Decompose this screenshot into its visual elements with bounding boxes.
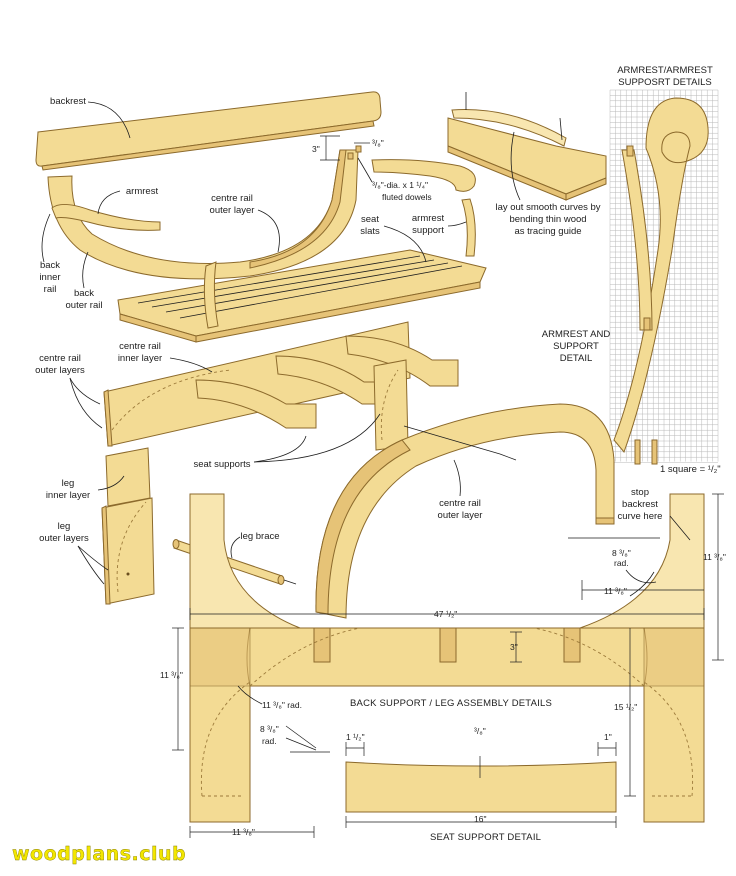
dim-16: 16" [474,814,486,824]
dim-1-1-2: 1 ¹/₂" [346,732,365,742]
leg-pieces [101,447,155,605]
label-backrest: backrest [50,96,86,107]
dim-47-1-2: 47 ¹/₂" [434,609,457,619]
armrest-profile-shapes [613,97,709,465]
dim-3-top: 3" [312,144,320,154]
dim-11-3-8-bottom: 11 ³/₈" [232,827,255,837]
curved-centre-rail [315,403,615,619]
seat-support-detail-title: SEAT SUPPORT DETAIL [430,832,541,843]
dim-11-3-8-left-v: 11 ³/₈" [160,670,183,680]
dim-3-8-seat: ³/₈" [474,726,486,736]
centre-rail-assembly [103,321,459,451]
dim-3-center: 3" [510,642,518,652]
back-rail [47,149,359,280]
dim-11-3-8-right-h: 11 ³/₈" [604,586,627,596]
label-fluted-dowels: ³/₈"-dia. x 1 ¹/₄"fluted dowels [372,180,432,202]
dim-8-3-8-rad-left: 8 ³/₈"rad. [260,724,279,746]
label-armrest: armrest [126,186,159,197]
back-support-leg-assembly [189,493,705,823]
armrest-support-piece [461,198,476,257]
exploded-bench-view [35,91,487,343]
dim-11-3-8-rad: 11 ³/₈" rad. [262,700,302,710]
seat-support-detail: 1 ¹/₂" 1" ³/₈" 16" [345,726,617,828]
label-one-square: 1 square = ¹/₂" [660,464,721,475]
watermark-logo: woodplans.club [12,843,186,865]
armrest-left [51,204,161,231]
dim-1: 1" [604,732,612,742]
tracing-guide-illustration [447,92,607,201]
dim-15-1-2: 15 ¹/₂" [614,702,637,712]
backrest-board [35,91,382,167]
back-support-title: BACK SUPPORT / LEG ASSEMBLY DETAILS [350,698,552,709]
label-leg-brace: leg brace [240,531,279,542]
label-seat-supports: seat supports [193,459,250,470]
dim-11-3-8-right-v: 11 ³/₈" [703,552,726,562]
armrest-right [371,159,476,192]
dim-3-8-top: ³/₈" [372,138,384,148]
dim-8-3-8-rad-right: 8 ³/₈"rad. [612,548,631,568]
